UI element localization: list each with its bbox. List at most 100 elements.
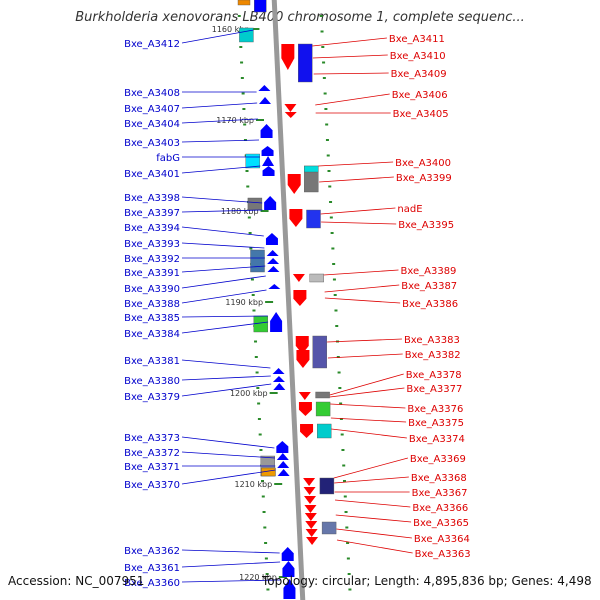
gene-label-right: Bxe_A3365 [413,518,469,529]
gene-connector-left [181,226,264,237]
tick-mark-right [332,278,336,281]
tick-mark-right [348,588,352,591]
gene-label-left: Bxe_A3388 [124,299,180,310]
gene-left-blue [261,146,274,156]
gene-connector-right [336,528,412,539]
tick-mark-right [322,77,326,79]
gene-right-red [305,521,318,529]
scale-label: 1190 kbp [225,298,263,307]
gene-right-red [304,496,316,504]
gene-label-right: nadE [397,204,422,215]
tick-mark-right [346,542,350,544]
gene-label-right: Bxe_A3389 [401,266,457,277]
tick-mark-left [249,247,253,250]
gene-left-blue [268,284,281,289]
tick-mark-left [243,123,247,126]
gene-right-red [295,336,309,354]
gene-label-right: Bxe_A3377 [406,384,462,395]
gene-right-feature [315,391,330,399]
scale-label: 1200 kbp [230,389,268,398]
tick-mark-left [264,542,268,544]
gene-connector-left [181,265,266,273]
tick-mark-right [327,170,331,172]
tick-mark-left [239,46,243,48]
gene-connector-right [312,37,387,47]
gene-left-feature [247,197,263,211]
tick-mark-right [340,433,344,436]
gene-connector-left [181,196,263,204]
tick-mark-right [326,154,330,157]
tick-mark-left [265,573,269,575]
gene-left-blue [277,461,290,468]
gene-label-left: Bxe_A3404 [124,119,180,130]
gene-connector-left [181,118,258,124]
tick-mark-right [336,356,340,358]
gene-connector-right [333,457,409,479]
gene-label-left: Bxe_A3380 [124,376,180,387]
gene-right-red [287,174,301,194]
gene-connector-right [334,499,411,508]
gene-connector-right [329,387,405,398]
gene-label-right: Bxe_A3395 [398,220,454,231]
accession-text: Accession: NC_007951 [8,574,145,588]
scale-label: 1180 kbp [221,207,259,216]
gene-right-red [298,392,311,400]
tick-mark-left [259,449,263,451]
tick-mark-right [320,30,324,33]
tick-mark-left [247,216,251,219]
gene-label-right: Bxe_A3400 [395,158,451,169]
gene-connector-left [181,29,254,44]
gene-connector-right [334,476,409,484]
gene-right-red [281,44,295,70]
gene-right-feature [306,209,321,229]
gene-right-red [289,209,303,227]
tick-mark-left [254,356,258,358]
gene-label-left: Bxe_A3401 [124,169,180,180]
tick-mark-right [337,371,341,374]
gene-left-blue [259,97,272,104]
gene-left-blue [262,166,275,176]
tick-mark-right [323,92,327,95]
gene-right-red [296,350,310,368]
tick-mark-left [242,108,246,110]
gene-label-right: Bxe_A3399 [396,173,452,184]
gene-label-left: Bxe_A3397 [124,208,180,219]
tick-mark-left [252,309,256,312]
gene-label-left: Bxe_A3393 [124,239,180,250]
gene-connector-left [181,139,260,143]
gene-label-left: Bxe_A3385 [124,313,180,324]
gene-right-feature [298,43,313,83]
tick-mark-right [321,46,325,48]
gene-label-right: Bxe_A3383 [404,335,460,346]
tick-mark-right [344,511,348,513]
footer: Accession: NC_007951 Topology: circular;… [0,574,600,594]
tick-mark-left [245,170,249,172]
scale-label: 1160 kbp [212,25,250,34]
gene-label-left: Bxe_A3384 [124,329,180,340]
gene-right-red [300,424,314,438]
gene-label-left: Bxe_A3360 [124,578,180,589]
gene-label-left: Bxe_A3379 [124,392,180,403]
gene-connector-right [331,428,407,439]
tick-mark-left [264,557,268,560]
gene-label-right: Bxe_A3367 [412,488,468,499]
gene-label-left: Bxe_A3373 [124,433,180,444]
gene-connector-right [319,176,394,183]
gene-left-feature [239,27,254,43]
gene-connector-right [330,417,407,423]
gene-label-left: Bxe_A3381 [124,356,180,367]
gene-connector-left [181,469,276,485]
gene-label-left: Bxe_A3370 [124,480,180,491]
gene-connector-left [181,375,271,381]
gene-label-right: Bxe_A3405 [393,109,449,120]
gene-connector-right [312,54,388,59]
gene-connector-left [181,102,258,109]
gene-left-blue [276,453,289,460]
gene-right-feature [312,335,327,369]
gene-right-red [298,402,312,416]
gene-connector-left [181,383,272,397]
gene-left-blue [260,124,273,138]
gene-label-right: Bxe_A3369 [410,454,466,465]
gene-connector-left [181,209,263,213]
